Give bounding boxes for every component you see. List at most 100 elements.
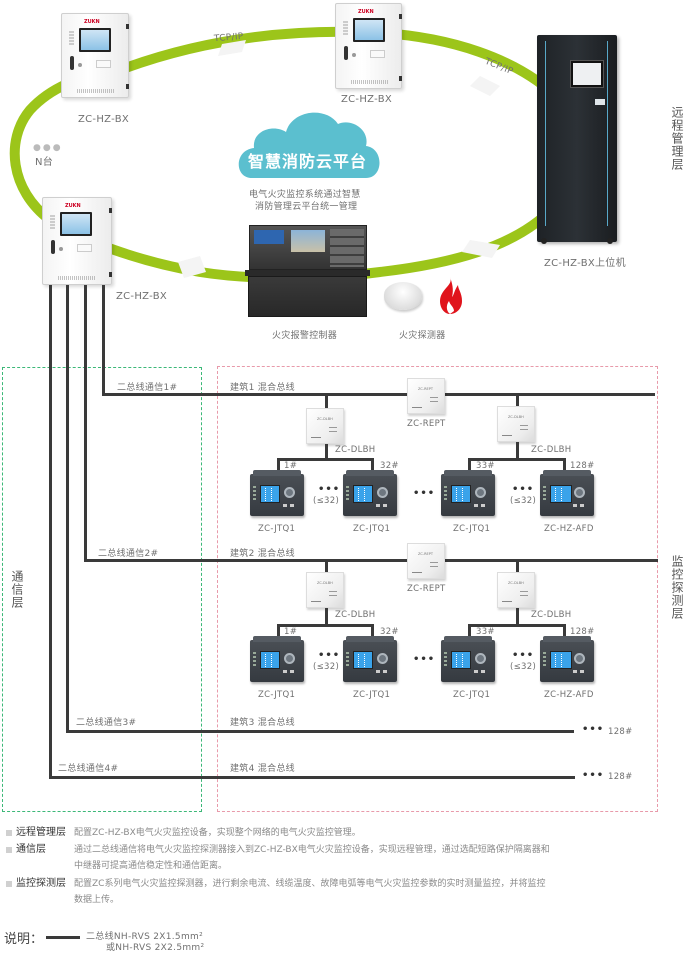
monitor-layer-label: 监控探测层: [670, 555, 684, 620]
touch-screen: [79, 28, 111, 52]
isolator-label: ZC-DLBH: [531, 445, 572, 455]
console-screen-left: [254, 230, 284, 244]
wire: [325, 444, 328, 460]
meter-label: ZC-JTQ1: [258, 690, 296, 700]
wire: [277, 458, 280, 470]
detector-meter[interactable]: [343, 636, 397, 682]
wire: [468, 624, 471, 636]
printer-slot: [77, 244, 92, 252]
ellipsis: •••: [582, 724, 605, 735]
wire: [516, 608, 519, 626]
console-base: [248, 276, 367, 317]
printer-slot: [370, 50, 385, 58]
detector-meter[interactable]: [343, 470, 397, 516]
wire: [563, 624, 566, 636]
ellipsis: •••: [413, 654, 436, 665]
count-label: (≤32): [510, 496, 537, 506]
hinge: [399, 76, 402, 81]
bus-wire-3: [66, 285, 69, 733]
name-plate: [351, 80, 389, 84]
building3-end-label: 128#: [608, 727, 633, 737]
repeater-label: ZC-REPT: [407, 584, 446, 594]
host-computer-rack[interactable]: [537, 35, 617, 244]
repeater[interactable]: ZC-REPT: [407, 543, 445, 579]
ellipsis: •••: [318, 484, 341, 495]
key-knob: [78, 63, 82, 67]
count-label: (≤32): [510, 662, 537, 672]
bullet-icon: [6, 829, 12, 836]
device-label-1: ZC-HZ-BX: [78, 114, 129, 125]
hinge: [126, 24, 129, 29]
building1-bus: [102, 393, 655, 396]
rack-trim-right: [607, 41, 608, 226]
meter-label: ZC-HZ-AFD: [544, 690, 594, 700]
short-circuit-isolator[interactable]: ZC-DLBH: [497, 572, 535, 608]
brand-logo: ZUKN: [84, 19, 100, 25]
short-circuit-isolator[interactable]: ZC-DLBH: [306, 572, 344, 608]
isolator-label: ZC-DLBH: [335, 445, 376, 455]
arrow-3: [462, 240, 500, 258]
meter-label: ZC-JTQ1: [453, 690, 491, 700]
arc-fault-detector[interactable]: [540, 470, 594, 516]
detector-meter[interactable]: [441, 470, 495, 516]
wire: [325, 394, 328, 410]
meter-label: ZC-JTQ1: [258, 524, 296, 534]
hinge: [109, 208, 112, 213]
host-label: ZC-HZ-BX上位机: [544, 258, 626, 269]
indicator-leds: [50, 215, 55, 229]
monitor-device-2[interactable]: ZUKN: [335, 3, 402, 89]
comm-layer-zone: [2, 367, 202, 812]
meter-num: 32#: [380, 627, 399, 637]
fire-alarm-controller[interactable]: [245, 225, 370, 317]
detector-meter[interactable]: [250, 636, 304, 682]
count-label: (≤32): [313, 662, 340, 672]
repeater[interactable]: ZC-REPT: [407, 378, 445, 414]
wire: [516, 442, 519, 460]
count-label: (≤32): [313, 496, 340, 506]
building2-bus: [84, 559, 658, 562]
branch-wire: [277, 624, 373, 627]
building4-end-label: 128#: [608, 772, 633, 782]
building2-bus-label: 建筑2 混合总线: [230, 549, 295, 559]
rack-display: [595, 99, 605, 105]
cable-spec-line2: 或NH-RVS 2X2.5mm²: [106, 943, 205, 953]
detector-meter[interactable]: [441, 636, 495, 682]
name-plate: [58, 276, 96, 280]
device-label-3: ZC-HZ-BX: [116, 291, 167, 302]
building3-bus: [66, 730, 574, 733]
wire: [563, 458, 566, 470]
cable-legend-line: [46, 936, 80, 939]
printer-slot: [96, 60, 111, 68]
console-panel-right: [330, 229, 364, 267]
n-units-label: N台: [35, 157, 54, 168]
door-handle: [51, 240, 55, 254]
ellipsis: •••: [582, 770, 605, 781]
door-handle: [70, 56, 74, 70]
short-circuit-isolator[interactable]: ZC-DLBH: [497, 406, 535, 442]
rack-wheel: [541, 238, 547, 244]
monitor-device-1[interactable]: ZUKN: [61, 13, 129, 98]
detector-meter[interactable]: [250, 470, 304, 516]
cable-spec-line1: 二总线NH-RVS 2X1.5mm²: [86, 932, 203, 942]
fire-alarm-controller-label: 火灾报警控制器: [272, 331, 338, 341]
ellipsis: •••: [512, 484, 535, 495]
wire: [325, 560, 328, 574]
meter-num: 128#: [570, 627, 595, 637]
bullet-icon: [6, 880, 12, 887]
meter-num: 1#: [284, 461, 298, 471]
meter-num: 33#: [476, 627, 495, 637]
bullet-icon: [6, 846, 12, 853]
branch-wire: [277, 458, 373, 461]
console-screen-center: [291, 230, 325, 252]
smoke-detector-icon: [384, 282, 422, 310]
monitor-device-3[interactable]: ZUKN: [42, 197, 112, 285]
branch-wire: [468, 624, 566, 627]
key-knob: [352, 53, 356, 57]
comm-bus-4-label: 二总线通信4#: [58, 764, 119, 774]
flame-icon: [440, 277, 462, 314]
console-desk: [245, 270, 370, 276]
wire: [516, 394, 519, 410]
arc-fault-detector[interactable]: [540, 636, 594, 682]
short-circuit-isolator[interactable]: ZC-DLBH: [306, 408, 344, 444]
bus-wire-2: [84, 285, 87, 559]
